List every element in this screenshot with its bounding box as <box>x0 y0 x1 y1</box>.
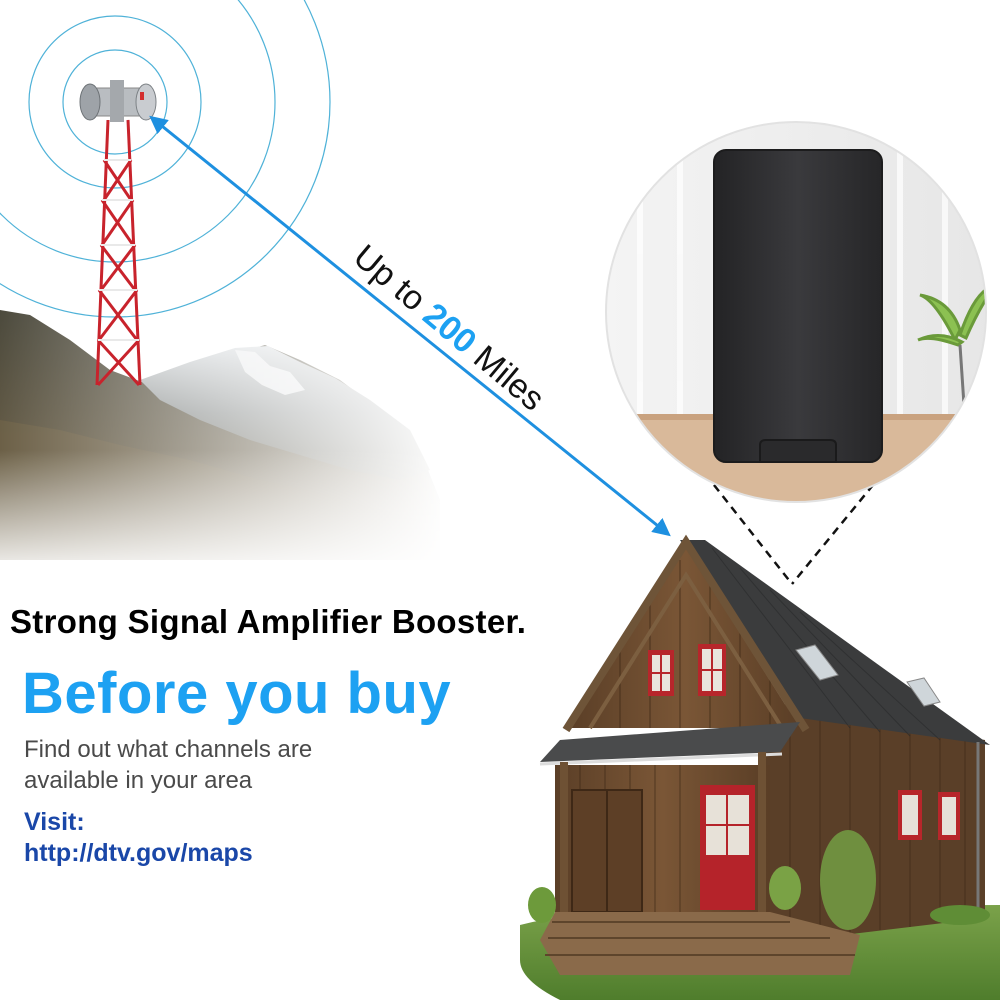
signal-wave-icon <box>0 0 331 318</box>
antenna-device-icon <box>713 149 883 463</box>
mountains <box>0 300 450 580</box>
before-you-buy-title: Before you buy <box>22 661 452 726</box>
dtv-maps-link[interactable]: http://dtv.gov/maps <box>24 839 253 867</box>
visit-block: Visit: http://dtv.gov/maps <box>24 807 253 869</box>
cell-tower-icon <box>79 80 157 387</box>
headline: Strong Signal Amplifier Booster. <box>10 603 527 640</box>
antenna-inset <box>605 121 987 503</box>
visit-label: Visit: <box>24 808 85 836</box>
channel-info-line-1: Find out what channels are <box>24 736 313 763</box>
arrow-icon <box>149 115 671 537</box>
channel-info-line-2: available in your area <box>24 767 253 794</box>
house-icon <box>520 534 1000 1000</box>
channel-info-text: Find out what channels are available in … <box>24 734 384 796</box>
